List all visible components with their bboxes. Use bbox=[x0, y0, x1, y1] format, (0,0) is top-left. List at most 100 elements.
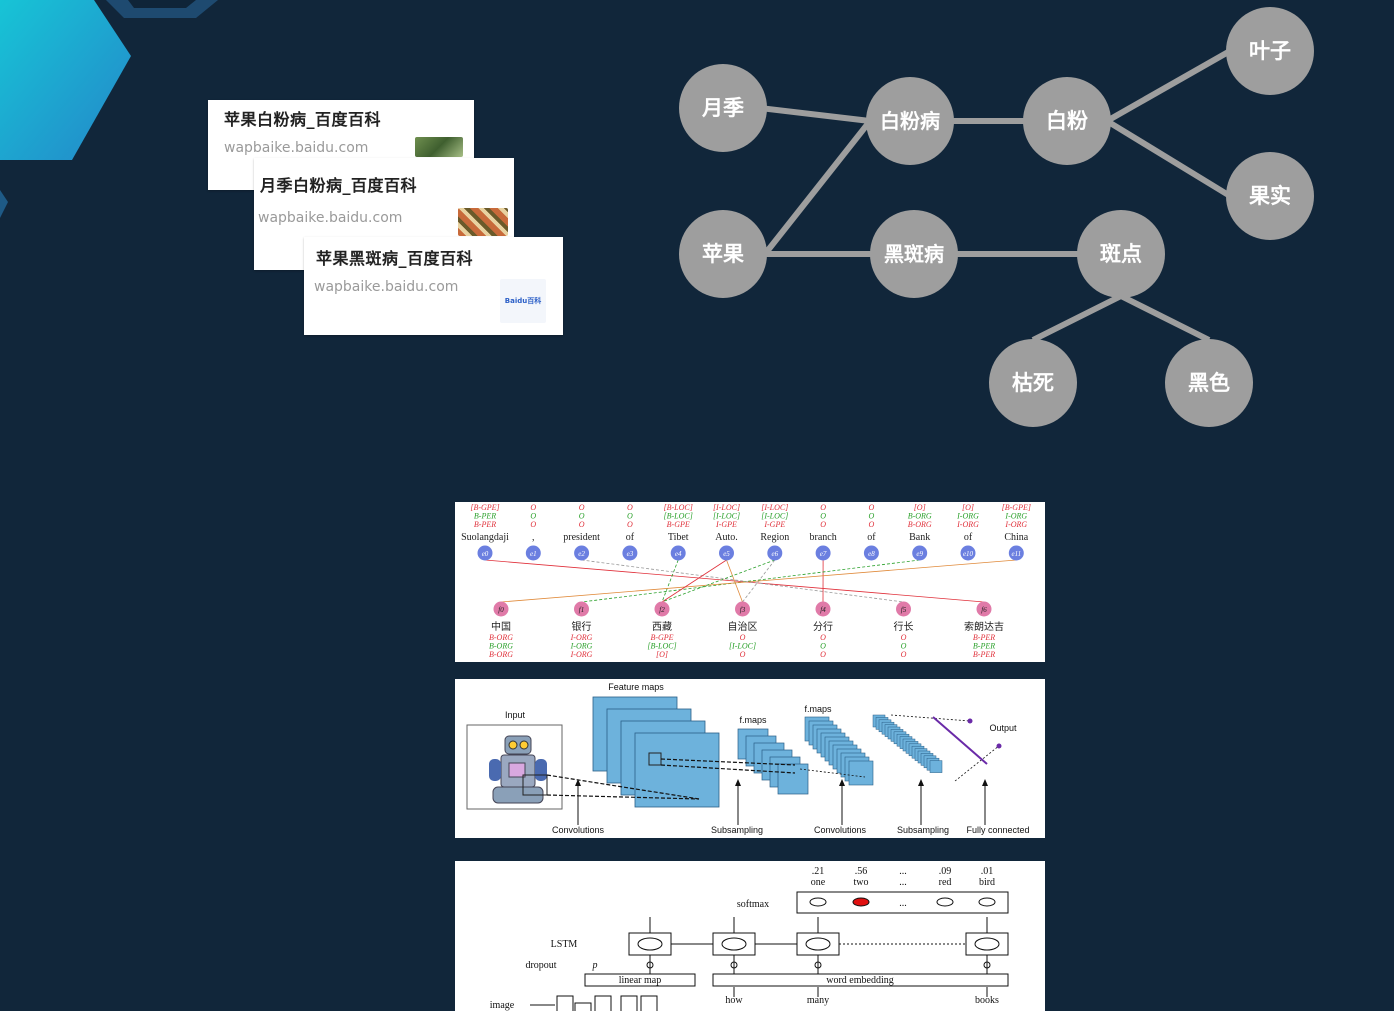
en-tag: [B-LOC] bbox=[664, 503, 693, 512]
en-tag: O bbox=[530, 512, 536, 521]
en-node bbox=[477, 545, 493, 561]
result-title[interactable]: 苹果白粉病_百度百科 bbox=[224, 110, 382, 129]
en-word: Auto. bbox=[715, 532, 738, 543]
zh-word: 分行 bbox=[813, 620, 833, 633]
graph-node-bandian bbox=[1077, 210, 1165, 298]
zh-tag: I-ORG bbox=[570, 650, 593, 659]
softmax-box bbox=[796, 891, 1009, 914]
alignment-line bbox=[661, 559, 679, 603]
softmax-unit bbox=[809, 897, 827, 907]
en-tag: B-GPE bbox=[667, 520, 690, 529]
feature-maps-label: Feature maps bbox=[608, 682, 664, 692]
en-node bbox=[912, 545, 928, 561]
word-embedding-label: word embedding bbox=[826, 975, 894, 986]
prob-value: .56 bbox=[855, 866, 868, 877]
fc-line bbox=[954, 744, 1001, 782]
en-node bbox=[622, 545, 638, 561]
graph-node-guoshi bbox=[1226, 152, 1314, 240]
en-node-id: e6 bbox=[771, 550, 778, 558]
knowledge-graph: 月季苹果白粉病黑斑病白粉斑点叶子果实枯死黑色 bbox=[679, 7, 1314, 427]
zh-word: 行长 bbox=[894, 620, 914, 633]
arrow-head bbox=[735, 779, 741, 786]
en-tag: I-GPE bbox=[763, 520, 785, 529]
en-node-id: e10 bbox=[963, 550, 974, 558]
en-tag: O bbox=[627, 512, 633, 521]
arrow-head bbox=[575, 779, 581, 786]
en-tag: [I-LOC] bbox=[713, 503, 740, 512]
robot-image bbox=[489, 735, 548, 804]
linear-map-box bbox=[584, 973, 696, 987]
graph-node-label: 白粉 bbox=[1046, 109, 1088, 133]
graph-node-label: 斑点 bbox=[1100, 242, 1142, 266]
en-tag: O bbox=[627, 503, 633, 512]
en-tag: O bbox=[869, 520, 875, 529]
zh-tag: O bbox=[740, 633, 746, 642]
en-word: Suolangdaji bbox=[461, 532, 509, 543]
en-tag: O bbox=[530, 520, 536, 529]
output-label: Output bbox=[989, 723, 1017, 733]
cnn-block bbox=[574, 1002, 592, 1011]
fmap-small bbox=[848, 760, 874, 786]
softmax-unit bbox=[852, 897, 870, 907]
result-title[interactable]: 苹果黑斑病_百度百科 bbox=[316, 249, 474, 268]
graph-node-label: 叶子 bbox=[1249, 39, 1291, 63]
flower-photo-thumbnail bbox=[458, 208, 508, 236]
zh-tag: B-PER bbox=[973, 650, 995, 659]
zh-tag: O bbox=[820, 633, 826, 642]
en-word: Region bbox=[760, 532, 789, 543]
robot-eye bbox=[519, 740, 529, 750]
graph-edge bbox=[1119, 293, 1211, 343]
en-word: of bbox=[964, 532, 973, 543]
ellipsis: ... bbox=[899, 898, 907, 909]
prob-value: .21 bbox=[812, 866, 825, 877]
graph-node-label: 月季 bbox=[701, 96, 744, 120]
en-tag: O bbox=[579, 512, 585, 521]
fmap-small bbox=[777, 763, 809, 795]
fmap-tiny bbox=[929, 760, 943, 773]
stage-label: Subsampling bbox=[897, 825, 949, 835]
en-word: branch bbox=[809, 532, 836, 543]
prob-value: .09 bbox=[939, 866, 952, 877]
zh-tag: O bbox=[820, 650, 826, 659]
en-tag: O bbox=[579, 520, 585, 529]
output-node bbox=[967, 718, 973, 724]
en-word: of bbox=[626, 532, 635, 543]
en-tag: O bbox=[869, 503, 875, 512]
en-node-id: e7 bbox=[820, 550, 827, 558]
alignment-line bbox=[500, 559, 1017, 603]
graph-node-label: 苹果 bbox=[702, 242, 744, 266]
zh-tag: B-GPE bbox=[650, 633, 673, 642]
en-node-id: e5 bbox=[723, 550, 730, 558]
robot-arm bbox=[489, 759, 501, 781]
zh-tag: B-PER bbox=[973, 642, 995, 651]
en-tag: [B-GPE] bbox=[470, 503, 499, 512]
en-node-id: e3 bbox=[627, 550, 634, 558]
zh-tag: O bbox=[901, 650, 907, 659]
robot-arm bbox=[535, 759, 547, 781]
baidu-baike-logo-text: Baidu百科 bbox=[504, 297, 542, 305]
zh-tag: [B-LOC] bbox=[647, 642, 676, 651]
graph-node-heise bbox=[1165, 339, 1253, 427]
zh-node bbox=[654, 601, 670, 617]
en-tag: I-ORG bbox=[956, 512, 979, 521]
result-url: wapbaike.baidu.com bbox=[224, 140, 369, 156]
projection-line bbox=[546, 774, 700, 800]
graph-node-kusi bbox=[989, 339, 1077, 427]
linear-map-label: linear map bbox=[619, 975, 661, 986]
lstm-label: LSTM bbox=[551, 939, 578, 950]
stage-label: Convolutions bbox=[552, 825, 605, 835]
en-node-id: e9 bbox=[916, 550, 923, 558]
graph-edge bbox=[1031, 293, 1123, 343]
zh-word: 中国 bbox=[491, 620, 511, 633]
prob-value: ... bbox=[899, 866, 907, 877]
search-result-card-3[interactable]: 苹果黑斑病_百度百科 wapbaike.baidu.com Baidu百科 bbox=[304, 237, 563, 335]
en-node bbox=[574, 545, 590, 561]
projection-line bbox=[546, 794, 700, 800]
graph-node-label: 黑色 bbox=[1188, 371, 1230, 395]
result-title[interactable]: 月季白粉病_百度百科 bbox=[260, 176, 418, 195]
en-tag: [I-LOC] bbox=[761, 503, 788, 512]
prob-word: two bbox=[854, 877, 869, 888]
input-word: many bbox=[807, 995, 829, 1006]
zh-tag: B-ORG bbox=[489, 650, 513, 659]
en-word: Bank bbox=[909, 532, 930, 543]
